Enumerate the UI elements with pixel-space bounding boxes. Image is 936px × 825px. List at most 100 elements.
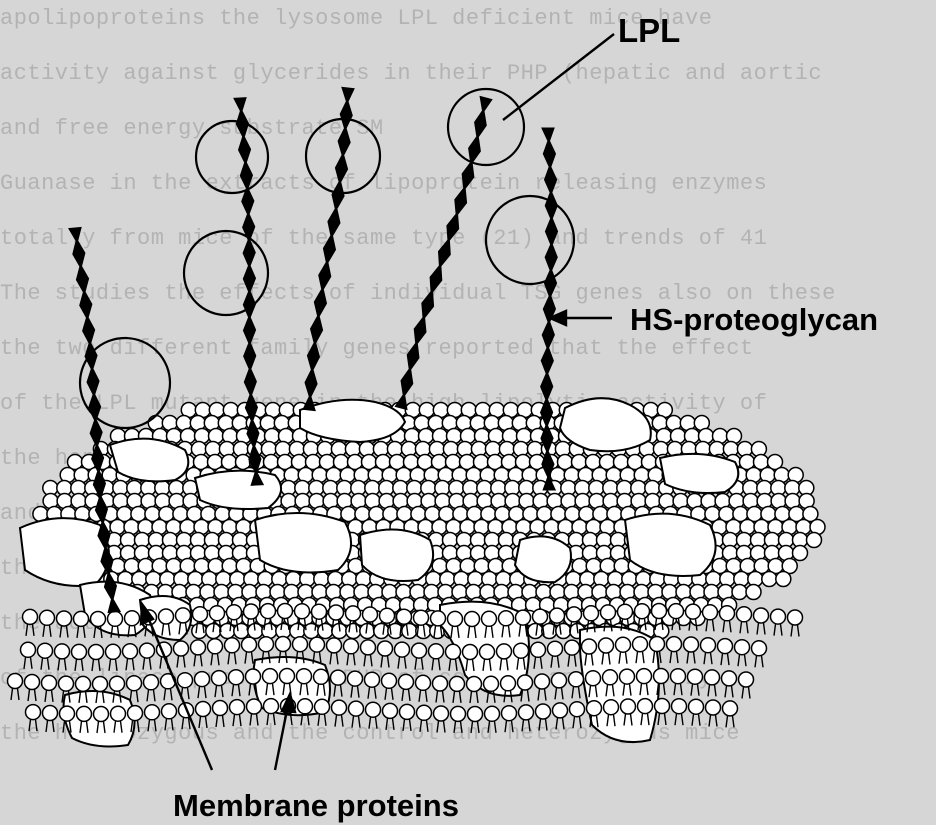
lipid-molecule (196, 702, 211, 729)
lipid-molecule (531, 642, 546, 669)
lipid-molecule (484, 676, 499, 703)
membrane-proteins-label: Membrane proteins (173, 788, 459, 823)
lipid-head (220, 624, 235, 639)
lipid-molecule (720, 606, 735, 633)
lipid-molecule (208, 639, 223, 666)
lipid-molecule (57, 611, 72, 638)
membrane-protein (300, 400, 405, 442)
lipid-molecule (229, 670, 244, 697)
lipid-molecule (735, 640, 750, 667)
lpl-callout-line (503, 34, 614, 120)
lipid-molecule (140, 643, 155, 670)
lpl-circle (486, 196, 574, 284)
lipid-molecule (686, 604, 701, 631)
lipid-head (528, 624, 543, 639)
lipid-molecule (344, 639, 359, 666)
lipid-head (290, 624, 305, 639)
lipid-molecule (667, 637, 682, 664)
lipid-molecule (327, 638, 342, 665)
lipid-molecule (361, 640, 376, 667)
lipid-molecule (191, 640, 206, 667)
lipid-molecule (40, 610, 55, 637)
membrane-protein (195, 471, 281, 509)
lipid-molecule (737, 607, 752, 634)
lipid-head (402, 624, 417, 639)
lipid-molecule (485, 706, 500, 733)
lipid-molecule (21, 642, 36, 669)
lipid-molecule (754, 608, 769, 635)
lipid-molecule (416, 675, 431, 702)
lipid-molecule (722, 671, 737, 698)
lipid-molecule (703, 605, 718, 632)
lipid-head (346, 624, 361, 639)
lipid-molecule (23, 609, 38, 636)
lipid-molecule (701, 638, 716, 665)
lipid-molecule (383, 703, 398, 730)
lipid-molecule (671, 669, 686, 696)
lipid-molecule (315, 699, 330, 726)
lipid-molecule (400, 704, 415, 731)
lipid-head (318, 624, 333, 639)
membrane-protein (255, 513, 351, 572)
lipid-molecule (788, 610, 803, 637)
lpl-label: LPL (618, 12, 680, 49)
lipid-molecule (518, 675, 533, 702)
lipid-molecule (723, 701, 738, 728)
lipid-molecule (552, 673, 567, 700)
lipid-molecule (739, 672, 754, 699)
lipid-head (556, 624, 571, 639)
lipid-molecule (412, 643, 427, 670)
lipid-molecule (502, 706, 517, 733)
lipid-head (234, 624, 249, 639)
lipid-molecule (348, 671, 363, 698)
hs-proteoglycan-chain (395, 96, 492, 409)
lipid-molecule (706, 700, 721, 727)
lipid-molecule (446, 644, 461, 671)
lipid-molecule (26, 705, 41, 732)
membrane-protein (625, 514, 716, 576)
lipid-molecule (331, 670, 346, 697)
lipid-molecule (106, 644, 121, 671)
lipid-molecule (467, 677, 482, 704)
lipid-head (192, 624, 207, 639)
membrane-protein (660, 454, 738, 493)
lipid-molecule (378, 641, 393, 668)
lipid-molecule (74, 611, 89, 638)
lipid-molecule (395, 642, 410, 669)
lipid-molecule (212, 671, 227, 698)
lipid-molecule (684, 637, 699, 664)
lipid-molecule (123, 644, 138, 671)
lipid-molecule (689, 699, 704, 726)
membrane-protein (20, 518, 109, 586)
lipid-molecule (655, 699, 670, 726)
lipid-molecule (553, 703, 568, 730)
lipid-head (776, 572, 791, 587)
lipid-molecule (399, 674, 414, 701)
lipid-molecule (42, 675, 57, 702)
lipid-head (793, 546, 808, 561)
lipid-molecule (247, 699, 262, 726)
lipid-molecule (230, 700, 245, 727)
lipid-molecule (569, 672, 584, 699)
lipid-molecule (55, 644, 70, 671)
lipid-molecule (162, 704, 177, 731)
lipid-head (248, 624, 263, 639)
lipid-molecule (450, 676, 465, 703)
lipid-molecule (213, 701, 228, 728)
lipid-molecule (434, 706, 449, 733)
lipid-molecule (535, 674, 550, 701)
lipid-molecule (688, 669, 703, 696)
lipid-molecule (429, 644, 444, 671)
lipid-molecule (382, 673, 397, 700)
lipid-molecule (433, 676, 448, 703)
lipid-molecule (468, 707, 483, 734)
membrane-protein (515, 536, 571, 582)
membrane-protein (110, 439, 188, 482)
lipid-molecule (72, 644, 87, 671)
lipid-molecule (145, 705, 160, 732)
lpl-circle (196, 121, 268, 193)
lipid-molecule (570, 702, 585, 729)
lipid-molecule (718, 639, 733, 666)
lipid-molecule (565, 640, 580, 667)
